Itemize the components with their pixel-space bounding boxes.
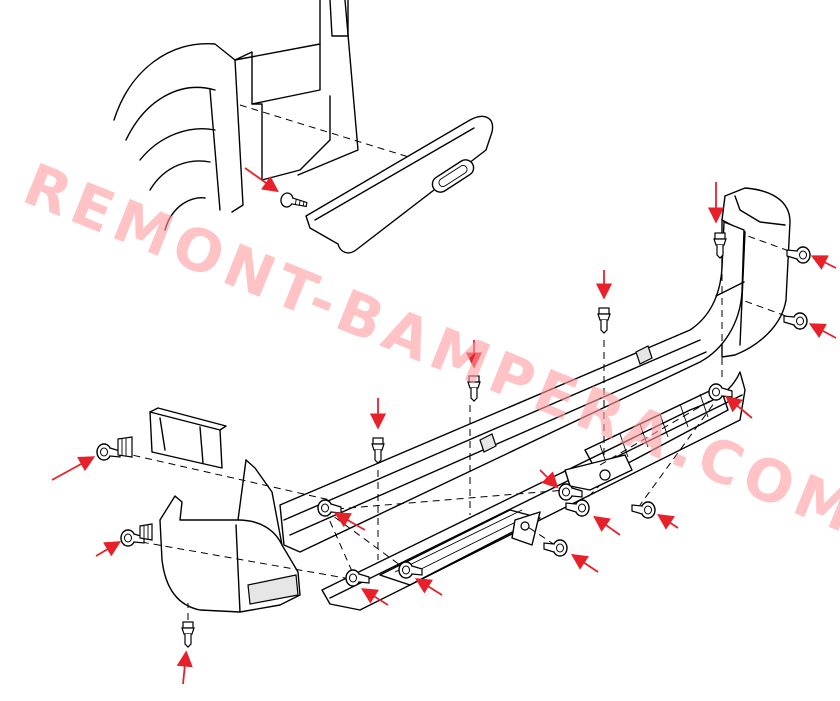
fasteners: [96, 232, 811, 648]
vehicle-body-corner: [113, 0, 359, 231]
red-arrows: [51, 167, 837, 685]
side-trim-moulding: [305, 115, 494, 254]
bumper-beam: [279, 221, 745, 553]
trim-screw: [280, 192, 308, 208]
bumper-end-cap-left: [159, 459, 301, 613]
step-plate: [321, 371, 746, 611]
corner-bracket: [149, 407, 227, 469]
